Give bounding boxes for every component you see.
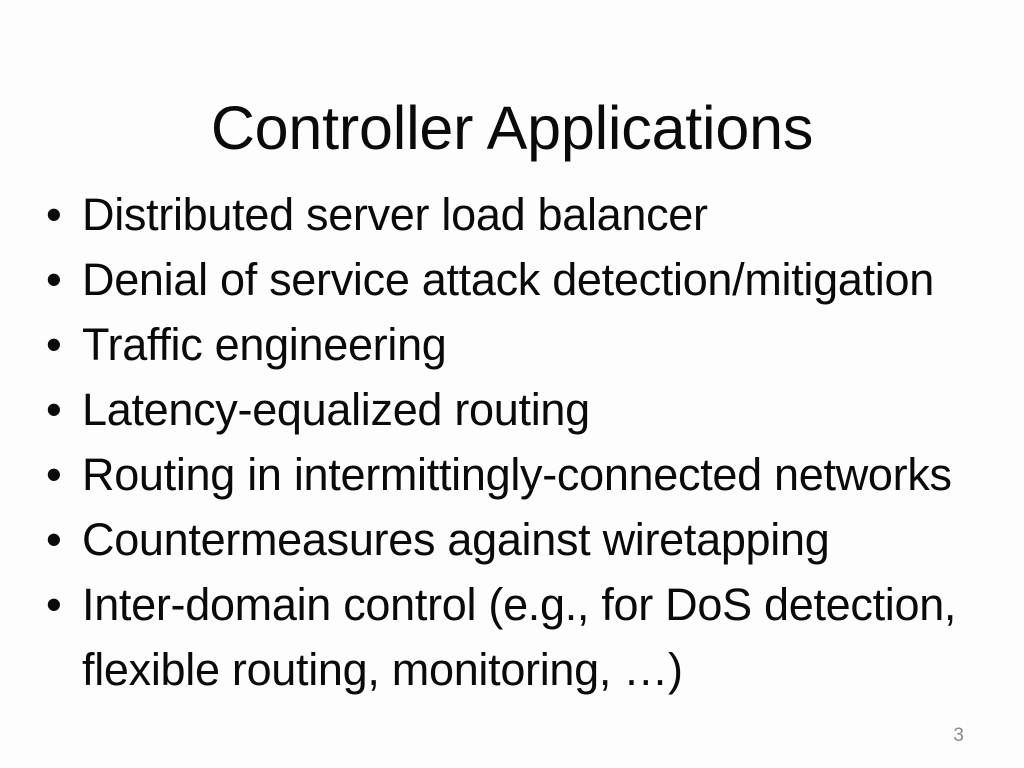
- list-item-label: Traffic engineering: [82, 319, 447, 370]
- list-item-label: Countermeasures against wiretapping: [82, 514, 830, 565]
- list-item: • Latency-equalized routing: [40, 377, 992, 442]
- page-title: Controller Applications: [210, 93, 814, 162]
- bullet-list: • Distributed server load balancer • Den…: [40, 182, 992, 702]
- list-item: • Traffic engineering: [40, 312, 992, 377]
- bullet-dot-icon: •: [46, 189, 62, 240]
- list-item: • Denial of service attack detection/mit…: [40, 247, 992, 312]
- bullet-dot-icon: •: [46, 319, 62, 370]
- bullet-dot-icon: •: [46, 449, 62, 500]
- list-item-label: Denial of service attack detection/mitig…: [82, 254, 934, 305]
- list-item: • Distributed server load balancer: [40, 182, 992, 247]
- list-item-label: Latency-equalized routing: [82, 384, 590, 435]
- list-item: • Routing in intermittingly-connected ne…: [40, 442, 992, 507]
- list-item-label: Distributed server load balancer: [82, 189, 708, 240]
- bullet-dot-icon: •: [46, 514, 62, 565]
- list-item-label: Routing in intermittingly-connected netw…: [82, 449, 952, 500]
- list-item: • Inter-domain control (e.g., for DoS de…: [40, 572, 992, 702]
- bullet-dot-icon: •: [46, 579, 62, 630]
- list-item: • Countermeasures against wiretapping: [40, 507, 992, 572]
- bullet-dot-icon: •: [46, 254, 62, 305]
- page-number: 3: [953, 725, 964, 746]
- bullet-dot-icon: •: [46, 384, 62, 435]
- list-item-label: Inter-domain control (e.g., for DoS dete…: [82, 579, 957, 695]
